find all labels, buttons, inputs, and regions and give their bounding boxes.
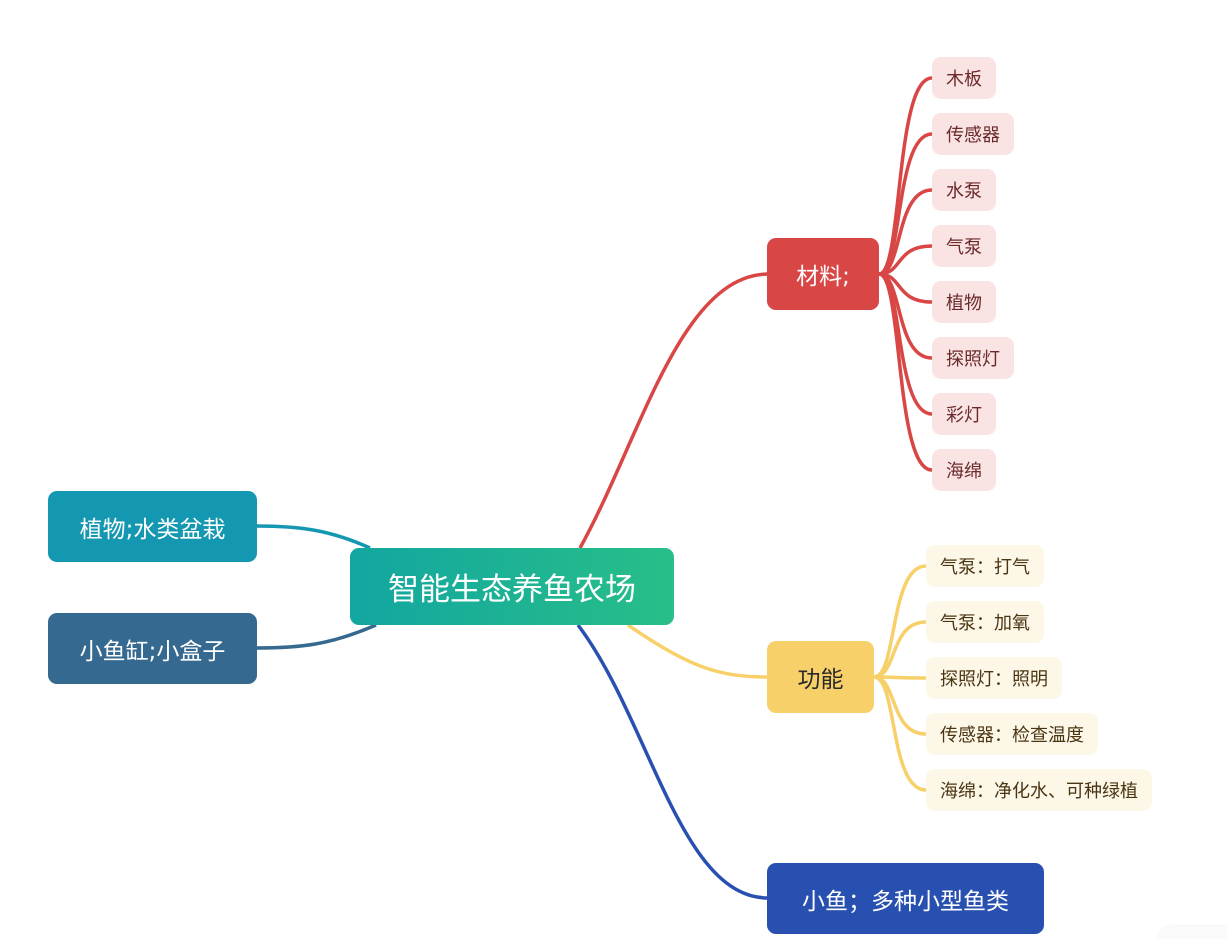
subtopic-materials-item[interactable]: 水泵 bbox=[932, 169, 996, 211]
subtopic-label: 水泵 bbox=[946, 181, 982, 202]
subtopic-functions-item[interactable]: 探照灯：照明 bbox=[926, 657, 1062, 699]
subtopic-functions-item[interactable]: 海绵：净化水、可种绿植 bbox=[926, 769, 1152, 811]
edge-root-functions bbox=[627, 623, 769, 679]
subtopic-label: 海绵 bbox=[946, 461, 982, 482]
edge-root-tank bbox=[255, 623, 377, 650]
edge-leaf-4 bbox=[873, 675, 927, 792]
subtopic-materials-item[interactable]: 海绵 bbox=[932, 449, 996, 491]
subtopic-label: 气泵：加氧 bbox=[940, 613, 1030, 634]
subtopic-materials-item[interactable]: 气泵 bbox=[932, 225, 996, 267]
topic-fish[interactable]: 小鱼；多种小型鱼类 bbox=[767, 863, 1044, 934]
edge-leaf-2 bbox=[878, 188, 933, 276]
subtopic-label: 气泵 bbox=[946, 237, 982, 258]
edges-functions-leaves bbox=[873, 564, 927, 792]
subtopic-label: 探照灯：照明 bbox=[940, 669, 1048, 690]
edge-leaf-7 bbox=[878, 272, 933, 472]
edge-root-plants bbox=[255, 524, 371, 550]
edge-leaf-1 bbox=[873, 620, 927, 679]
topic-tank-label: 小鱼缸;小盒子 bbox=[79, 638, 226, 665]
topic-materials-label: 材料; bbox=[796, 264, 850, 290]
subtopic-label: 气泵：打气 bbox=[940, 557, 1030, 578]
edge-root-materials bbox=[578, 272, 769, 549]
edge-root-fish bbox=[576, 623, 769, 900]
subtopic-label: 彩灯 bbox=[946, 405, 982, 426]
root-topic-label: 智能生态养鱼农场 bbox=[388, 572, 636, 608]
subtopic-functions-item[interactable]: 传感器：检查温度 bbox=[926, 713, 1098, 755]
topic-fish-label: 小鱼；多种小型鱼类 bbox=[802, 888, 1009, 915]
topic-functions-label: 功能 bbox=[797, 667, 844, 693]
topic-tank[interactable]: 小鱼缸;小盒子 bbox=[48, 613, 257, 684]
subtopic-label: 传感器：检查温度 bbox=[940, 725, 1084, 746]
topic-materials[interactable]: 材料; bbox=[767, 238, 879, 310]
topic-functions[interactable]: 功能 bbox=[767, 641, 874, 713]
subtopic-label: 传感器 bbox=[946, 125, 1000, 146]
subtopic-materials-item[interactable]: 彩灯 bbox=[932, 393, 996, 435]
subtopic-label: 海绵：净化水、可种绿植 bbox=[940, 781, 1138, 802]
subtopic-functions-item[interactable]: 气泵：加氧 bbox=[926, 601, 1044, 643]
subtopic-materials-item[interactable]: 探照灯 bbox=[932, 337, 1014, 379]
topic-plants[interactable]: 植物;水类盆栽 bbox=[48, 491, 257, 562]
topic-plants-label: 植物;水类盆栽 bbox=[79, 516, 226, 543]
subtopic-functions-item[interactable]: 气泵：打气 bbox=[926, 545, 1044, 587]
corner-panel-edge bbox=[1159, 927, 1227, 939]
edges-materials-leaves bbox=[878, 76, 933, 472]
subtopic-label: 植物 bbox=[946, 293, 982, 314]
edge-leaf-0 bbox=[873, 564, 927, 679]
subtopic-label: 探照灯 bbox=[946, 349, 1000, 370]
subtopic-materials-item[interactable]: 木板 bbox=[932, 57, 996, 99]
subtopic-materials-item[interactable]: 传感器 bbox=[932, 113, 1014, 155]
subtopic-label: 木板 bbox=[946, 69, 982, 90]
root-topic[interactable]: 智能生态养鱼农场 bbox=[350, 548, 674, 625]
subtopic-materials-item[interactable]: 植物 bbox=[932, 281, 996, 323]
